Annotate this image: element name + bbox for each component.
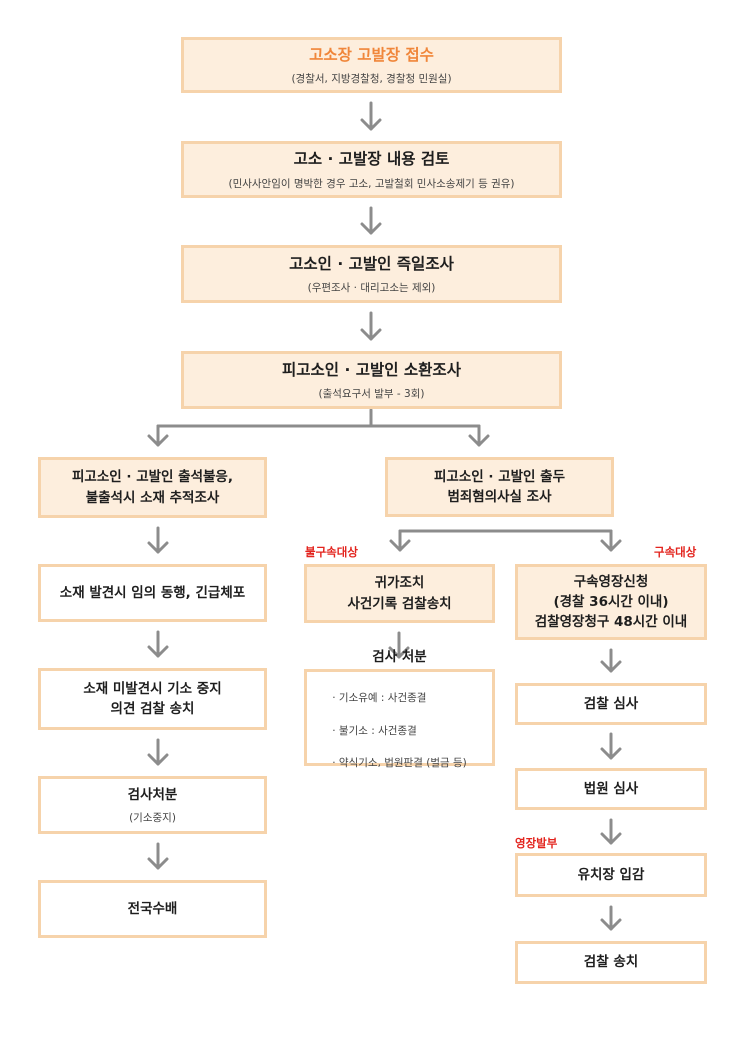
prosecutor-disposition-mid-box: 검사 처분 · 기소유예 : 사건종결 · 불기소 : 사건종결 · 약식기소,… — [304, 649, 495, 769]
arrow-receipt-review — [360, 101, 382, 131]
warrant-title: 구속영장신청 (경찰 36시간 이내) 검찰영장청구 48시간 이내 — [534, 573, 688, 631]
appear-title: 피고소인 · 고발인 출두 범죄혐의사실 조사 — [433, 468, 565, 505]
same-day-title: 고소인 · 고발인 즉일조사 — [289, 254, 454, 273]
summon-box: 피고소인 · 고발인 소환조사 (출석요구서 발부 - 3회) — [181, 351, 562, 409]
not-found-box: 소재 미발견시 기소 중지 의견 검찰 송치 — [38, 668, 267, 730]
release-title: 귀가조치 사건기록 검찰송치 — [347, 575, 452, 612]
receipt-subtitle: (경찰서, 지방경찰청, 경찰청 민원실) — [291, 73, 452, 86]
detention-box: 유치장 입감 — [515, 853, 707, 897]
arrow-right-3 — [600, 818, 622, 845]
absent-title: 피고소인 · 고발인 출석불응, 불출석시 소재 추적조사 — [72, 469, 233, 506]
court-review-box: 법원 심사 — [515, 768, 707, 810]
arrow-mid-1 — [388, 631, 410, 659]
absent-box: 피고소인 · 고발인 출석불응, 불출석시 소재 추적조사 — [38, 457, 267, 518]
split-connector-appear — [389, 529, 622, 552]
prosecution-review-box: 검찰 심사 — [515, 683, 707, 725]
release-box: 귀가조치 사건기록 검찰송치 — [304, 564, 495, 623]
prosecutor-disposition-mid-title: 검사 처분 — [372, 649, 427, 666]
tag-detention: 구속대상 — [654, 545, 697, 559]
arrow-left-4 — [147, 842, 169, 870]
transfer-title: 검찰 송치 — [583, 954, 639, 971]
detention-title: 유치장 입감 — [577, 866, 645, 883]
review-title: 고소 · 고발장 내용 검토 — [293, 150, 450, 169]
tag-non-detention: 불구속대상 — [305, 545, 358, 559]
arrow-right-2 — [600, 732, 622, 760]
arrow-left-3 — [147, 738, 169, 766]
arrow-review-sameday — [360, 206, 382, 235]
arrow-left-1 — [147, 526, 169, 554]
arrow-right-1 — [600, 648, 622, 673]
disposition-item: · 기소유예 : 사건종결 — [332, 691, 427, 704]
summon-title: 피고소인 · 고발인 소환조사 — [282, 360, 461, 379]
prosecution-review-title: 검찰 심사 — [583, 695, 639, 712]
disposition-item: · 불기소 : 사건종결 — [332, 724, 417, 737]
prosecutor-disposition-left-subtitle: (기소중지) — [129, 811, 176, 824]
warrant-box: 구속영장신청 (경찰 36시간 이내) 검찰영장청구 48시간 이내 — [515, 564, 707, 640]
appear-box: 피고소인 · 고발인 출두 범죄혐의사실 조사 — [385, 457, 614, 517]
review-subtitle: (민사사안임이 명박한 경우 고소, 고발철회 민사소송제기 등 권유) — [228, 177, 515, 190]
wanted-box: 전국수배 — [38, 880, 267, 938]
prosecutor-disposition-left-box: 검사처분 (기소중지) — [38, 776, 267, 834]
disposition-item: · 약식기소, 법원판결 (벌금 등) — [332, 757, 467, 770]
arrow-right-4 — [600, 905, 622, 931]
prosecutor-disposition-left-title: 검사처분 — [127, 787, 178, 804]
found-box: 소재 발견시 임의 동행, 긴급체포 — [38, 564, 267, 622]
review-box: 고소 · 고발장 내용 검토 (민사사안임이 명박한 경우 고소, 고발철회 민… — [181, 141, 562, 198]
found-title: 소재 발견시 임의 동행, 긴급체포 — [59, 584, 246, 601]
wanted-title: 전국수배 — [127, 900, 178, 917]
split-connector-main — [147, 408, 490, 447]
same-day-box: 고소인 · 고발인 즉일조사 (우편조사 · 대리고소는 제외) — [181, 245, 562, 303]
arrow-left-2 — [147, 630, 169, 658]
court-review-title: 법원 심사 — [583, 780, 639, 797]
tag-warrant-issued: 영장발부 — [515, 836, 558, 850]
transfer-box: 검찰 송치 — [515, 941, 707, 984]
not-found-title: 소재 미발견시 기소 중지 의견 검찰 송치 — [83, 680, 222, 717]
receipt-title: 고소장 고발장 접수 — [309, 45, 434, 64]
prosecutor-disposition-mid-list: · 기소유예 : 사건종결 · 불기소 : 사건종결 · 약식기소, 법원판결 … — [332, 674, 466, 788]
arrow-sameday-summon — [360, 311, 382, 341]
same-day-subtitle: (우편조사 · 대리고소는 제외) — [307, 282, 436, 295]
receipt-box: 고소장 고발장 접수 (경찰서, 지방경찰청, 경찰청 민원실) — [181, 37, 562, 93]
summon-subtitle: (출석요구서 발부 - 3회) — [318, 388, 425, 401]
